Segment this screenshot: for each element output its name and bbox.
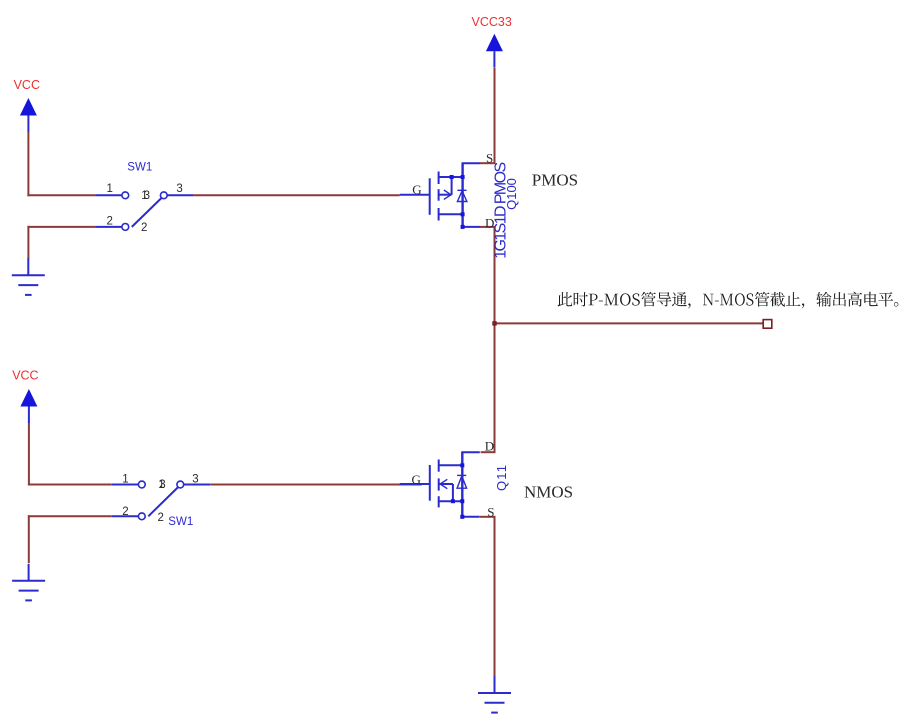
svg-text:3: 3 [176,183,182,195]
svg-text:2: 2 [141,222,147,234]
svg-text:2: 2 [122,506,128,518]
svg-text:1: 1 [141,190,147,202]
svg-text:Q11: Q11 [494,464,509,491]
svg-text:D: D [485,215,494,230]
svg-text:Q100: Q100 [504,178,519,210]
svg-text:VCC: VCC [14,78,40,92]
svg-text:D: D [485,439,494,454]
svg-text:1: 1 [158,479,164,491]
svg-text:NMOS: NMOS [524,483,573,502]
svg-text:2: 2 [107,216,113,228]
svg-text:3: 3 [192,474,198,486]
svg-text:PMOS: PMOS [532,171,578,190]
svg-text:2: 2 [158,512,164,524]
svg-text:1: 1 [122,474,128,486]
svg-text:1: 1 [107,183,113,195]
svg-text:G: G [412,182,421,197]
svg-text:3: 3 [159,479,165,491]
svg-text:1G1S1D PMOS: 1G1S1D PMOS [493,163,510,259]
svg-text:VCC: VCC [12,369,38,383]
svg-text:SW1: SW1 [168,516,193,528]
svg-text:VCC33: VCC33 [472,15,512,29]
svg-text:S: S [486,151,493,166]
svg-text:SW1: SW1 [127,161,152,173]
svg-text:G: G [412,472,421,487]
svg-text:S: S [487,504,494,519]
svg-text:3: 3 [144,190,150,202]
